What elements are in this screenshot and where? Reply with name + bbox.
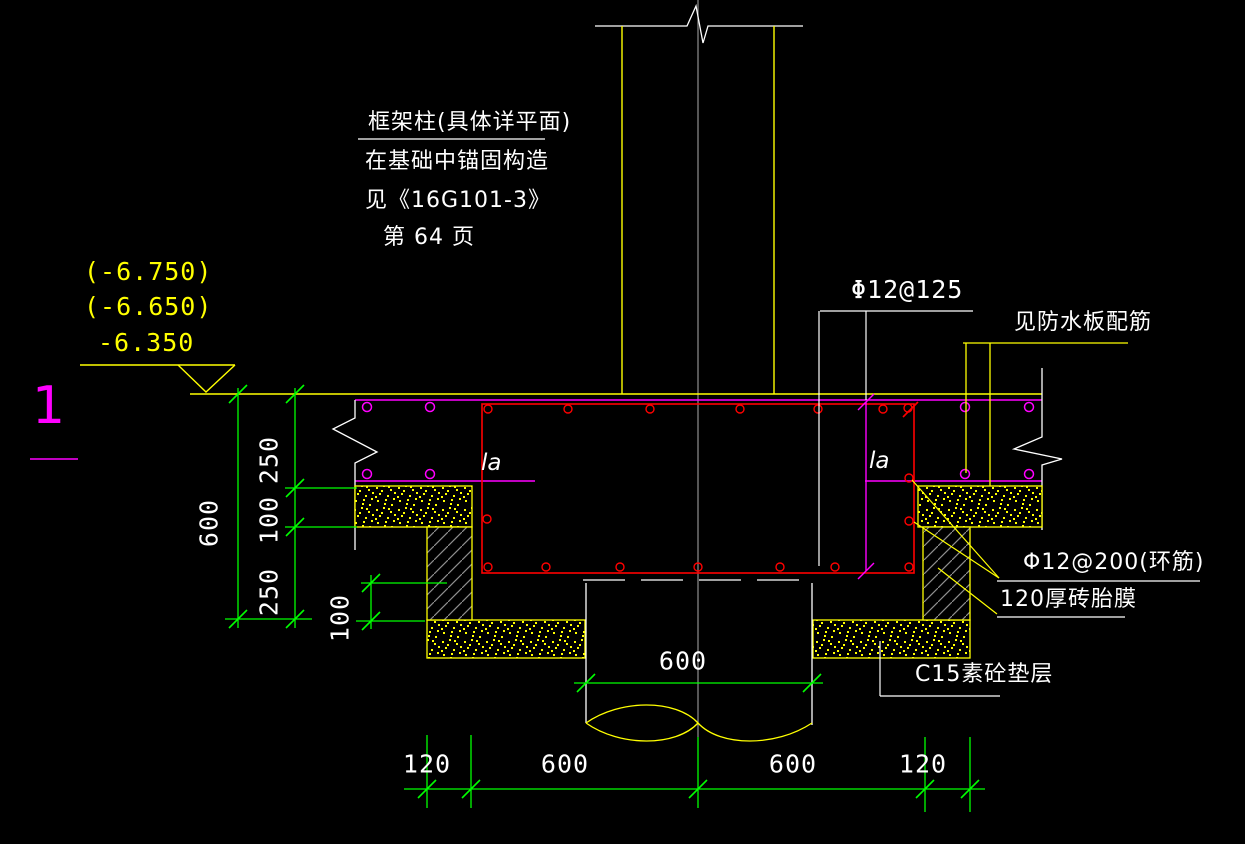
frame-column-edges xyxy=(621,26,775,394)
note-line-2: 在基础中锚固构造 xyxy=(365,149,550,174)
bedding-label-leader xyxy=(879,641,1000,697)
label-ring-bars: Φ12@200(环筋) xyxy=(1023,550,1205,575)
elevation-value-3: -6.350 xyxy=(98,328,195,357)
dim-left-seg-3: 250 xyxy=(254,567,284,617)
dim-pit-width: 600 xyxy=(658,646,708,676)
dim-bottom-3: 600 xyxy=(768,749,818,779)
note-line-4: 第 64 页 xyxy=(383,225,475,250)
waterproof-bar-lines xyxy=(355,399,1042,482)
dim-bedding-thickness: 100 xyxy=(325,593,355,643)
label-anchorage-left: la xyxy=(481,450,502,476)
dim-bottom-2: 600 xyxy=(540,749,590,779)
brick-mould-label-leader xyxy=(937,567,998,615)
label-brick-mould: 120厚砖胎膜 xyxy=(1000,587,1137,612)
ring-bars-label-leader xyxy=(911,479,1000,579)
column-cut-break-line xyxy=(595,3,803,44)
label-waterproof-slab: 见防水板配筋 xyxy=(1014,310,1153,335)
elevation-symbol xyxy=(80,364,236,393)
top-bars-leader xyxy=(818,310,973,566)
dimension-ticks xyxy=(228,384,980,799)
note-line-1: 框架柱(具体详平面) xyxy=(368,110,572,135)
anchorage-dim-line xyxy=(857,393,875,580)
slab-left-edge-break xyxy=(331,400,379,550)
sump-pit-walls xyxy=(583,579,813,725)
dim-left-total: 600 xyxy=(194,498,224,548)
label-top-bars: Φ12@125 xyxy=(851,275,964,304)
section-number: 1 xyxy=(32,376,66,436)
note-line-3: 见《16G101-3》 xyxy=(365,188,551,213)
waterproof-bar-circles xyxy=(361,401,1035,480)
sump-pit-break-curves xyxy=(585,704,813,742)
elevation-value-1: (-6.750) xyxy=(84,257,213,286)
dimension-lines xyxy=(225,388,985,812)
ring-bar-circles xyxy=(482,403,914,572)
dim-left-seg-1: 250 xyxy=(254,435,284,485)
label-anchorage-right: la xyxy=(869,448,890,474)
dim-bottom-4: 120 xyxy=(898,749,948,779)
bedding-concrete-bands xyxy=(354,485,1043,659)
dim-left-seg-2: 100 xyxy=(254,495,284,545)
dim-bottom-1: 120 xyxy=(402,749,452,779)
brick-mould-hatch xyxy=(426,526,971,621)
foundation-rebar-outline xyxy=(481,401,919,574)
slab-right-edge-break xyxy=(1011,368,1063,530)
label-bedding-layer: C15素砼垫层 xyxy=(915,662,1054,687)
elevation-value-2: (-6.650) xyxy=(84,292,213,321)
waterproof-label-leader xyxy=(963,342,1128,486)
